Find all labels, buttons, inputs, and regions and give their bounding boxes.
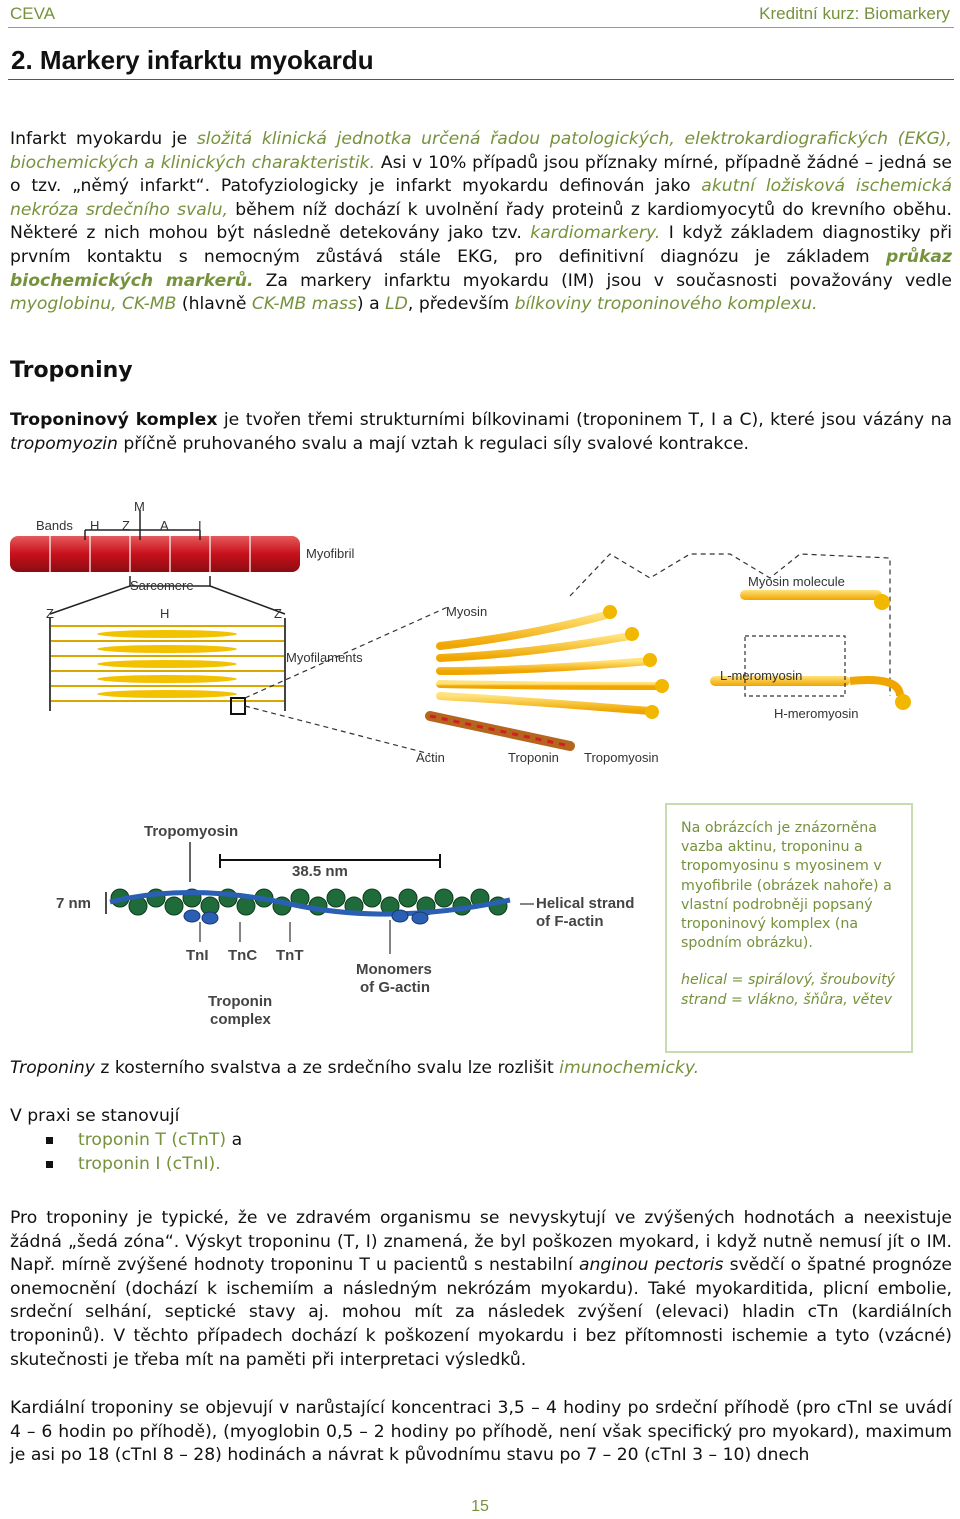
myofibril-bar [10, 536, 300, 572]
text: Pro troponiny je typické, že ve zdravém … [10, 1208, 952, 1276]
label-width: 7 nm [56, 895, 91, 912]
highlight-bold-text: průkaz biochemických markerů. [10, 246, 952, 291]
header-right: Kreditní kurz: Biomarkery [759, 4, 950, 23]
text: svědčí o špatné prognóze onemocnění (doc… [10, 1255, 952, 1370]
text: Asi v 10% případů jsou příznaky mírné, p… [10, 152, 952, 197]
text: z kosterního svalstva a ze srdečního sva… [94, 1058, 560, 1078]
list-item: troponin T (cTnT) a [10, 1128, 242, 1152]
text: , především [407, 294, 515, 315]
page-header: CEVA Kreditní kurz: Biomarkery [8, 0, 954, 28]
intro-paragraph: Infarkt myokardu je složitá klinická jed… [10, 128, 952, 317]
note-text: Na obrázcích je znázorněna vazba aktinu,… [681, 820, 892, 952]
text: I když základem diagnostiky při prvním k… [10, 223, 952, 267]
label-h-meromyosin: H-meromyosin [774, 706, 859, 721]
label-monomers-2: of G-actin [360, 979, 430, 996]
text: Infarkt myokardu je [10, 129, 197, 149]
label-myofibril: Myofibril [306, 546, 355, 561]
label-myofilaments: Myofilaments [286, 650, 363, 665]
myofibril-figure: Bands H Z A I M Myofibril Sarcomere Z H … [10, 496, 915, 768]
label-complex-1: Troponin [208, 993, 272, 1010]
italic-term: tropomyozin [10, 433, 118, 454]
label-m: M [134, 499, 145, 514]
list-item: troponin I (cTnI). [10, 1152, 242, 1176]
highlight-text: CK-MB mass [251, 294, 357, 315]
label-h-sarc: H [160, 606, 169, 621]
text: (hlavně [176, 294, 252, 315]
highlight-text: imunochemicky. [559, 1058, 700, 1078]
label-actin: Actin [416, 750, 445, 765]
highlight-text: LD [385, 294, 408, 315]
label-tni: TnI [186, 947, 209, 964]
bold-term: Troponinový komplex [10, 410, 218, 430]
label-myosin-molecule: Myosin molecule [748, 574, 845, 589]
label-sarcomere: Sarcomere [130, 578, 194, 593]
label-complex-2: complex [210, 1011, 272, 1028]
label-tnt: TnT [276, 947, 304, 964]
label-tnc: TnC [228, 947, 257, 964]
text: příčně pruhovaného svalu a mají vztah k … [117, 433, 749, 454]
praxe-section: V praxi se stanovují troponin T (cTnT) a… [10, 1104, 242, 1176]
label-tropomyosin: Tropomyosin [584, 750, 659, 765]
header-left: CEVA [10, 4, 56, 23]
paragraph-kardialni: Kardiální troponiny se objevují v narůst… [10, 1398, 952, 1466]
label-z-right: Z [274, 606, 282, 621]
label-helical-2: of F-actin [536, 913, 604, 930]
label-monomers-1: Monomers [356, 961, 432, 978]
praxe-intro: V praxi se stanovují [10, 1106, 180, 1126]
label-z: Z [122, 518, 130, 533]
chapter-title: 2. Markery infarktu myokardu [8, 40, 954, 80]
note-glossary: helical = spirálový, šroubovitý strand =… [681, 972, 896, 1008]
label-tropomyosin-2: Tropomyosin [144, 823, 238, 840]
list-item-suffix: . [215, 1154, 221, 1174]
label-myosin: Myosin [446, 604, 487, 619]
list-item-suffix: a [226, 1130, 243, 1150]
rozliseni-paragraph: Troponiny z kosterního svalstva a ze srd… [10, 1057, 952, 1081]
label-bands: Bands [36, 518, 73, 533]
italic-term: Troponiny [10, 1058, 95, 1078]
paragraph-typicke: Pro troponiny je typické, že ve zdravém … [10, 1207, 952, 1372]
label-l-meromyosin: L-meromyosin [720, 668, 802, 683]
page-number: 15 [471, 1498, 489, 1515]
komplex-paragraph: Troponinový komplex je tvořen třemi stru… [10, 409, 952, 456]
label-troponin: Troponin [508, 750, 559, 765]
highlight-text: bílkoviny troponinového komplexu. [514, 294, 818, 315]
section-heading-troponiny: Troponiny [10, 358, 133, 383]
text: ) a [356, 294, 386, 315]
label-z-left: Z [46, 606, 54, 621]
highlight-text: myoglobinu, CK-MB [10, 294, 177, 315]
list-item-term: troponin T (cTnT) [78, 1130, 227, 1150]
figure-note-box: Na obrázcích je znázorněna vazba aktinu,… [665, 803, 913, 1053]
praxe-list: troponin T (cTnT) a troponin I (cTnI). [10, 1128, 242, 1176]
text: Za markery infarktu myokardu (IM) jsou v… [253, 270, 952, 291]
list-item-term: troponin I (cTnI) [78, 1154, 216, 1174]
troponin-complex-figure: Tropomyosin 38.5 nm 7 nm TnI TnC TnT Hel… [40, 812, 640, 1042]
highlight-text: akutní ložisková ischemická nekróza srde… [10, 176, 952, 220]
text: během níž dochází k uvolnění řady protei… [10, 199, 953, 244]
highlight-text: složitá klinická jednotka určená řadou p… [10, 129, 952, 173]
highlight-text: kardiomarkery. [530, 223, 661, 244]
label-helical-1: Helical strand [536, 895, 634, 912]
label-spacing: 38.5 nm [292, 863, 348, 880]
label-a: A [160, 518, 169, 533]
label-h: H [90, 518, 99, 533]
label-i: I [198, 518, 202, 533]
text: je tvořen třemi strukturními bílkovinami… [217, 410, 952, 430]
italic-term: anginou pectoris [578, 1255, 724, 1276]
